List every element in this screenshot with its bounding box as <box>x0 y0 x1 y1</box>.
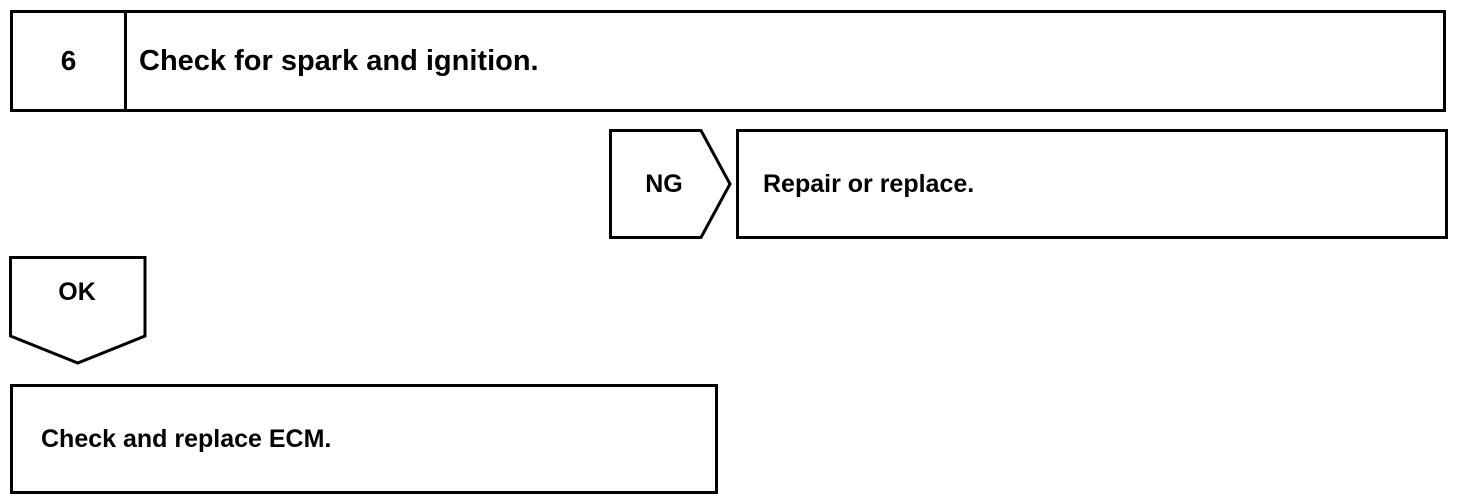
step-number: 6 <box>13 13 127 109</box>
ok-action-text: Check and replace ECM. <box>41 424 332 453</box>
ok-action-box: Check and replace ECM. <box>10 384 718 494</box>
ng-arrow-tag: NG <box>609 129 733 239</box>
right-arrow-shape-icon <box>609 129 732 239</box>
ng-action-text: Repair or replace. <box>763 169 975 198</box>
step-title: Check for spark and ignition. <box>139 44 539 77</box>
ok-arrow-tag: OK <box>9 256 149 366</box>
ng-label: NG <box>645 169 683 198</box>
step-box: 6 Check for spark and ignition. <box>10 10 1446 112</box>
ng-action-box: Repair or replace. <box>736 129 1448 239</box>
ok-label: OK <box>58 278 96 306</box>
down-arrow-shape-icon <box>9 256 147 365</box>
